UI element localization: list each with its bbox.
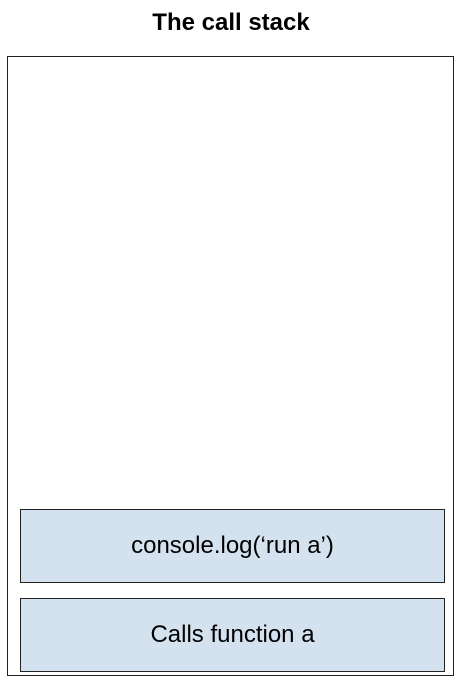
call-stack-container: console.log(‘run a’) Calls function a [7,56,454,676]
stack-frame-top: console.log(‘run a’) [20,509,445,583]
stack-frame-label: Calls function a [150,621,315,648]
stack-frame-label: console.log(‘run a’) [131,532,334,559]
stack-frame-bottom: Calls function a [20,598,445,672]
diagram-title: The call stack [152,9,310,36]
